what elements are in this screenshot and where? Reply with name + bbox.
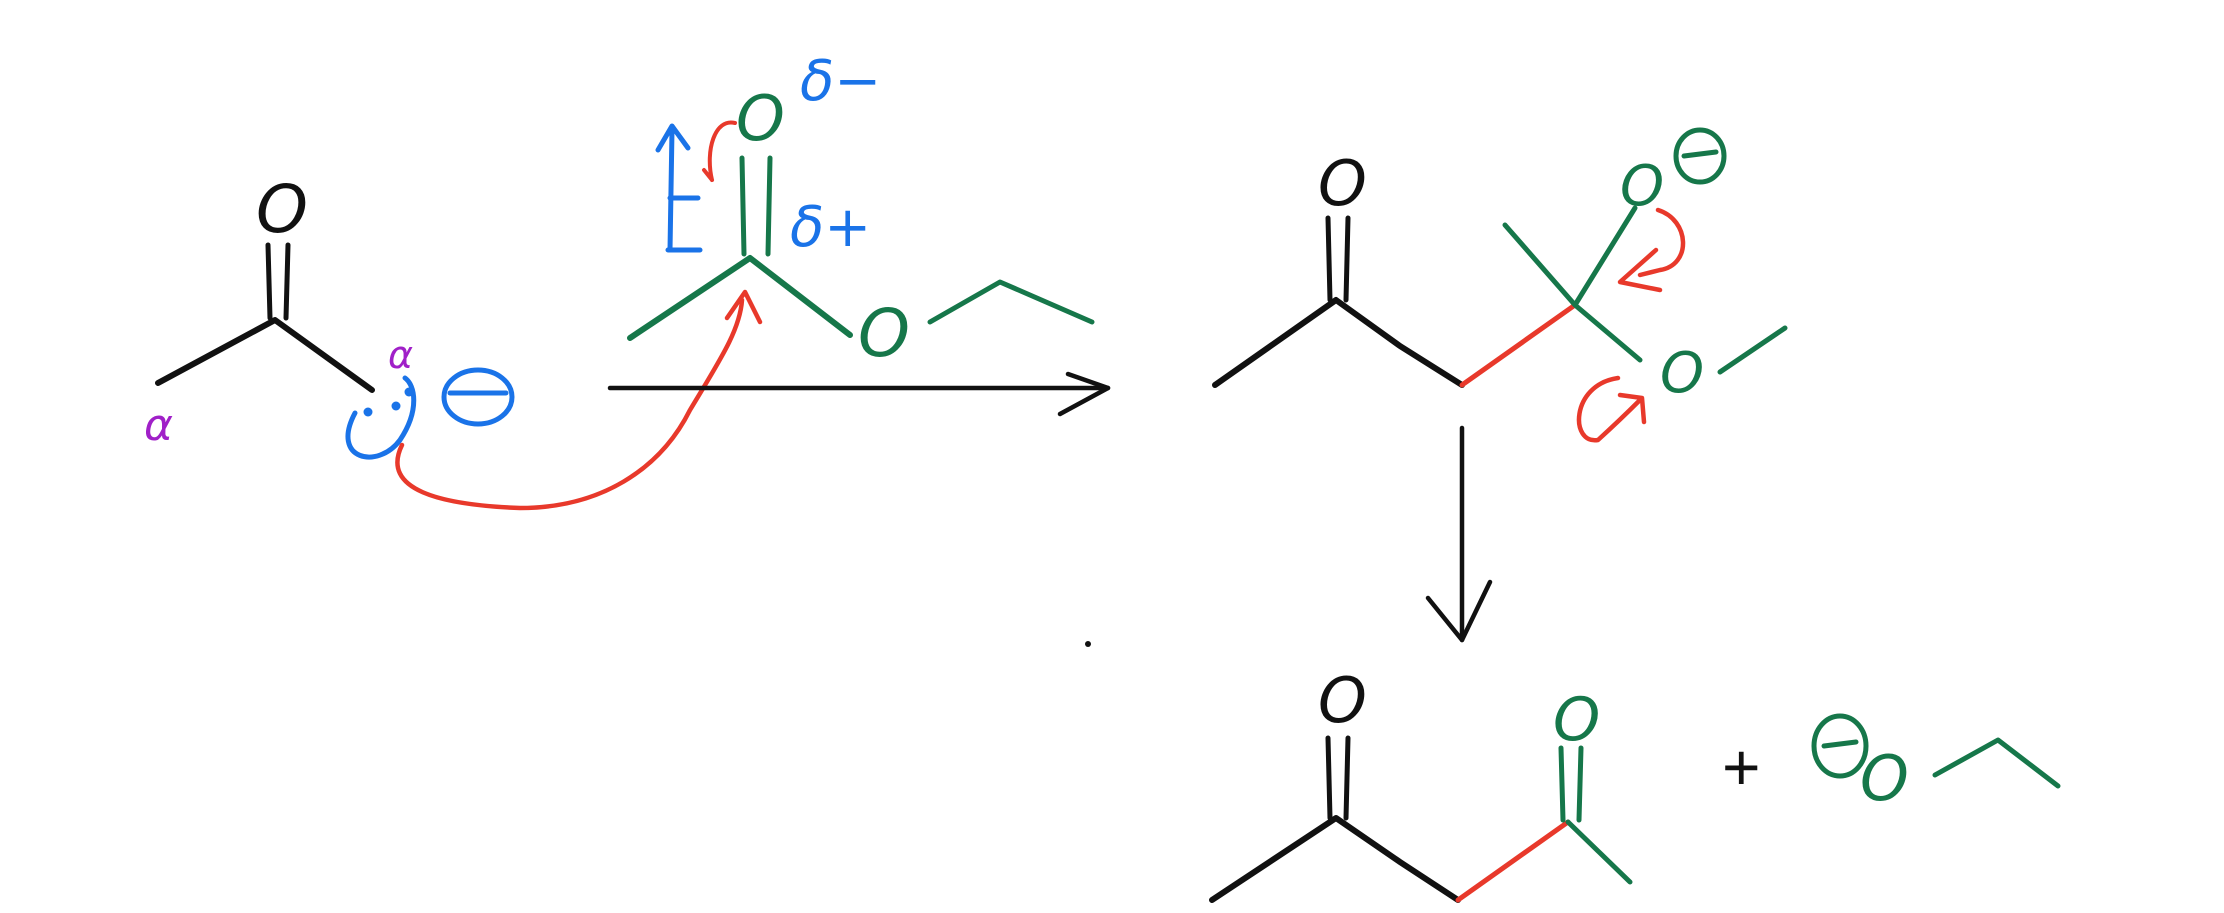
product-skeleton xyxy=(1209,815,1461,903)
blue-bracket-mark xyxy=(665,195,703,253)
ethoxide-oxygen-label: O xyxy=(1860,742,1909,815)
plus-sign: + xyxy=(1722,730,1761,804)
alpha-label-left: α xyxy=(144,400,173,451)
alkoxide-charge-circle xyxy=(1673,127,1727,185)
reaction-arrow-head xyxy=(1057,371,1111,417)
leaving-methoxy-bond xyxy=(1717,325,1788,375)
diketone-product: O O xyxy=(1209,664,1633,903)
ester-skeleton xyxy=(627,255,853,341)
enolate-carbonyl-double-bond xyxy=(265,242,291,321)
product-left-double-bond xyxy=(1325,735,1351,821)
intermediate-ketone-skeleton xyxy=(1212,297,1465,388)
second-step-arrow-head xyxy=(1425,579,1493,643)
leaving-group-oxygen-label: O xyxy=(1660,341,1704,406)
negative-charge-circle xyxy=(441,367,515,427)
product-right-double-bond xyxy=(1558,745,1584,823)
product-new-cc-bond xyxy=(1455,819,1571,903)
electron-shift-mark xyxy=(702,120,737,182)
intermediate-ketone-double-bond xyxy=(1325,215,1351,303)
ethyl-acetate-molecule: O O δ− δ+ xyxy=(627,49,1095,372)
lone-pair-electron-3 xyxy=(404,387,414,397)
ethoxide-charge-dash xyxy=(1821,739,1859,749)
leaving-group-arrowhead xyxy=(1617,392,1647,425)
ester-carbonyl-double-bond xyxy=(739,155,773,257)
lone-pair-electron-1 xyxy=(363,407,373,417)
leaving-group-arrow xyxy=(1576,375,1643,443)
ester-alkoxy-oxygen-label: O xyxy=(858,295,910,372)
ethoxide-product: O xyxy=(1811,713,2061,815)
intermediate-ketone-oxygen-label: O xyxy=(1318,147,1367,220)
nucleophilic-attack-arrow xyxy=(395,297,745,511)
ethoxide-charge-circle xyxy=(1811,713,1869,779)
product-right-chain xyxy=(1565,819,1633,885)
reform-carbonyl-arrowhead xyxy=(1617,247,1663,293)
alpha-label-right: α xyxy=(388,333,413,377)
product-right-oxygen-label: O xyxy=(1553,685,1600,755)
ethoxide-chain xyxy=(1932,737,2061,789)
enolate-skeleton xyxy=(155,317,375,393)
enolate-oxygen-label: O xyxy=(256,171,308,248)
partial-positive-label: δ+ xyxy=(790,195,871,260)
ester-carbonyl-oxygen-label: O xyxy=(736,82,785,155)
alkoxide-charge-dash xyxy=(1681,149,1719,159)
new-cc-bond xyxy=(1459,302,1578,388)
intermediate-bonds xyxy=(1502,205,1643,363)
lone-pair-electron-2 xyxy=(391,401,401,411)
reform-carbonyl-arrow xyxy=(1637,207,1686,278)
nucleophilic-attack-arrowhead xyxy=(724,289,763,325)
product-left-oxygen-label: O xyxy=(1318,664,1367,737)
electron-shift-up-arrow xyxy=(655,123,691,253)
ethoxy-chain xyxy=(927,279,1095,325)
tetrahedral-intermediate: O O O xyxy=(1212,127,1788,443)
partial-negative-label: δ− xyxy=(800,49,881,114)
enolate-molecule: O α α xyxy=(144,171,515,460)
stray-dot xyxy=(1085,641,1091,647)
